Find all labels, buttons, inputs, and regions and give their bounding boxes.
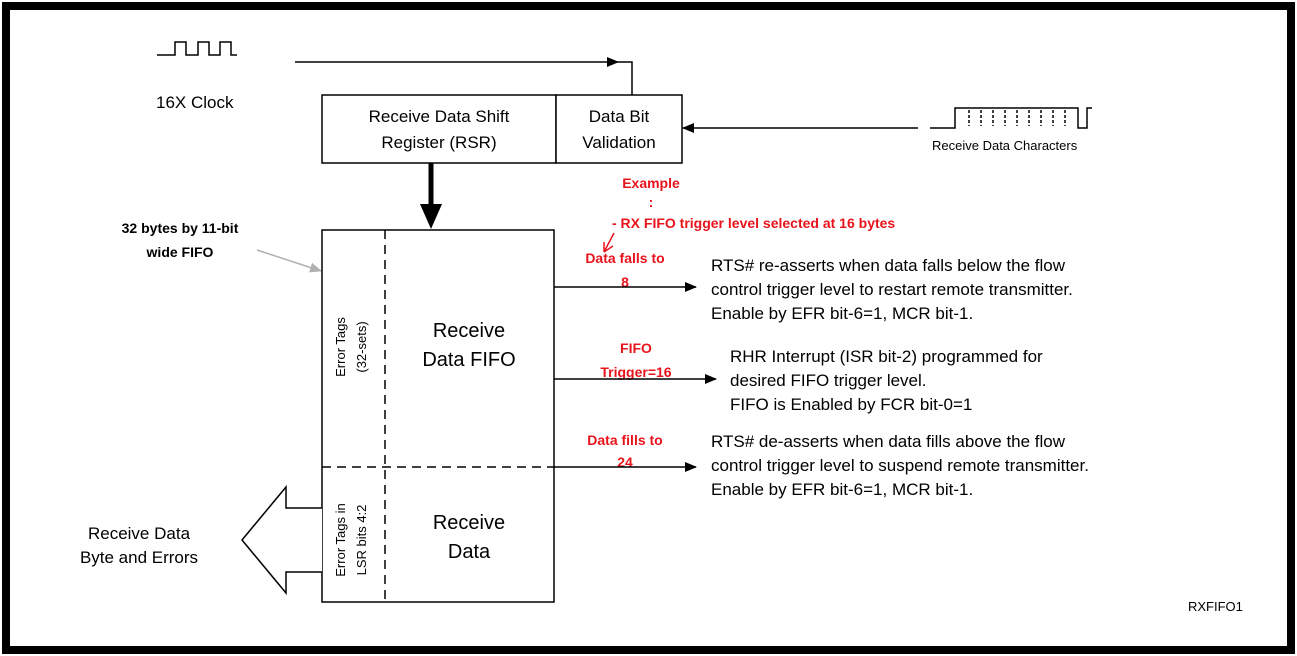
trigger-desc-line1: RHR Interrupt (ISR bit-2) programmed for bbox=[730, 347, 1043, 366]
validation-label-line2: Validation bbox=[582, 133, 655, 152]
fifo-desc-arrow bbox=[256, 249, 322, 273]
fifo-desc-line1: 32 bytes by 11-bit bbox=[122, 220, 239, 236]
fifo-label-line2: Data FIFO bbox=[422, 349, 515, 371]
fills-desc-line3: Enable by EFR bit-6=1, MCR bit-1. bbox=[711, 480, 973, 499]
receive-chars-label: Receive Data Characters bbox=[932, 138, 1078, 153]
figure-id: RXFIFO1 bbox=[1188, 599, 1243, 614]
falls-label-line2: 8 bbox=[621, 274, 629, 290]
falls-desc-line1: RTS# re-asserts when data falls below th… bbox=[711, 256, 1066, 275]
falls-label-line1: Data falls to bbox=[585, 250, 664, 266]
fills-label-line1: Data fills to bbox=[587, 432, 662, 448]
clock-waveform-icon bbox=[157, 41, 237, 56]
example-line3: - RX FIFO trigger level selected at 16 b… bbox=[612, 215, 895, 231]
trigger-desc-line2: desired FIFO trigger level. bbox=[730, 371, 927, 390]
output-arrow-icon bbox=[241, 484, 322, 596]
fills-desc-line1: RTS# de-asserts when data fills above th… bbox=[711, 432, 1066, 451]
example-line2: : bbox=[649, 194, 654, 210]
fifo-box bbox=[321, 229, 555, 603]
clock-label: 16X Clock bbox=[156, 93, 234, 112]
data-label-line2: Data bbox=[448, 541, 491, 563]
rsr-to-fifo-arrowhead bbox=[420, 204, 442, 229]
falls-desc-line3: Enable by EFR bit-6=1, MCR bit-1. bbox=[711, 304, 973, 323]
data-label-line1: Receive bbox=[433, 512, 505, 534]
error-tags-bottom-line2: LSR bits 4:2 bbox=[354, 505, 369, 576]
fifo-desc-line2: wide FIFO bbox=[146, 244, 214, 260]
error-tags-top-line1: Error Tags bbox=[333, 317, 348, 377]
trigger-label-line1: FIFO bbox=[620, 340, 652, 356]
output-label-line2: Byte and Errors bbox=[80, 548, 198, 567]
validation-label-line1: Data Bit bbox=[589, 107, 650, 126]
output-label-line1: Receive Data bbox=[88, 524, 191, 543]
falls-desc-line2: control trigger level to restart remote … bbox=[711, 280, 1073, 299]
receive-data-waveform-icon bbox=[930, 107, 1092, 129]
clock-drop-line bbox=[618, 61, 633, 95]
error-tags-bottom-line1: Error Tags in bbox=[333, 503, 348, 576]
fifo-label-line1: Receive bbox=[433, 320, 505, 342]
trigger-desc-line3: FIFO is Enabled by FCR bit-0=1 bbox=[730, 395, 972, 414]
rsr-box bbox=[321, 94, 557, 164]
example-line1: Example bbox=[622, 175, 680, 191]
example-pointer-icon bbox=[603, 232, 615, 253]
error-tags-top-line2: (32-sets) bbox=[354, 321, 369, 372]
rsr-label-line1: Receive Data Shift bbox=[369, 107, 510, 126]
fills-label-line2: 24 bbox=[617, 454, 633, 470]
rsr-label-line2: Register (RSR) bbox=[381, 133, 496, 152]
validation-box bbox=[555, 94, 683, 164]
fills-desc-line2: control trigger level to suspend remote … bbox=[711, 456, 1089, 475]
trigger-label-line2: Trigger=16 bbox=[600, 364, 671, 380]
